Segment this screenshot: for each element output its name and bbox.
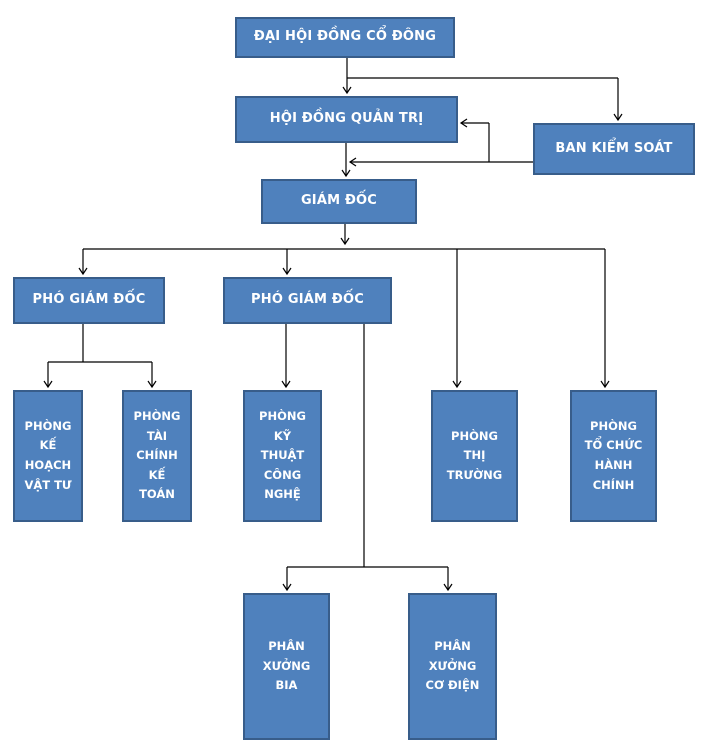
node-label-phan-xuong-bia: PHÂN XƯỞNG BIA [262, 639, 311, 693]
node-label-pho-giam-doc-1: PHÓ GIÁM ĐỐC [32, 292, 146, 308]
node-pho-giam-doc-1: PHÓ GIÁM ĐỐC [13, 277, 165, 324]
node-label-dai-hoi-dong-co-dong: ĐẠI HỘI ĐỒNG CỔ ĐÔNG [253, 29, 437, 45]
node-label-phan-xuong-co-dien: PHÂN XƯỞNG CƠ ĐIỆN [425, 639, 480, 693]
node-phan-xuong-co-dien: PHÂN XƯỞNG CƠ ĐIỆN [408, 593, 497, 740]
node-label-phong-tai-chinh-ke-toan: PHÒNG TÀI CHÍNH KẾ TOÁN [133, 409, 181, 502]
node-label-hoi-dong-quan-tri: HỘI ĐỒNG QUẢN TRỊ [269, 111, 424, 127]
node-label-giam-doc: GIÁM ĐỐC [300, 193, 378, 209]
node-label-phong-ky-thuat-cong-nghe: PHÒNG KỸ THUẬT CÔNG NGHỆ [259, 409, 306, 502]
node-label-phong-to-chuc-hanh-chinh: PHÒNG TỔ CHỨC HÀNH CHÍNH [584, 418, 643, 492]
node-dai-hoi-dong-co-dong: ĐẠI HỘI ĐỒNG CỔ ĐÔNG [235, 17, 455, 58]
node-giam-doc: GIÁM ĐỐC [261, 179, 417, 224]
node-phan-xuong-bia: PHÂN XƯỞNG BIA [243, 593, 330, 740]
node-pho-giam-doc-2: PHÓ GIÁM ĐỐC [223, 277, 392, 324]
node-label-ban-kiem-soat: BAN KIỂM SOÁT [555, 140, 673, 156]
node-ban-kiem-soat: BAN KIỂM SOÁT [533, 123, 695, 175]
node-label-phong-ke-hoach-vat-tu: PHÒNG KẾ HOẠCH VẬT TƯ [24, 418, 72, 492]
node-phong-ky-thuat-cong-nghe: PHÒNG KỸ THUẬT CÔNG NGHỆ [243, 390, 322, 522]
node-label-pho-giam-doc-2: PHÓ GIÁM ĐỐC [251, 292, 364, 308]
node-hoi-dong-quan-tri: HỘI ĐỒNG QUẢN TRỊ [235, 96, 458, 143]
node-phong-to-chuc-hanh-chinh: PHÒNG TỔ CHỨC HÀNH CHÍNH [570, 390, 657, 522]
node-phong-ke-hoach-vat-tu: PHÒNG KẾ HOẠCH VẬT TƯ [13, 390, 83, 522]
node-phong-tai-chinh-ke-toan: PHÒNG TÀI CHÍNH KẾ TOÁN [122, 390, 192, 522]
node-label-phong-thi-truong: PHÒNG THỊ TRƯỜNG [446, 428, 503, 482]
node-phong-thi-truong: PHÒNG THỊ TRƯỜNG [431, 390, 518, 522]
